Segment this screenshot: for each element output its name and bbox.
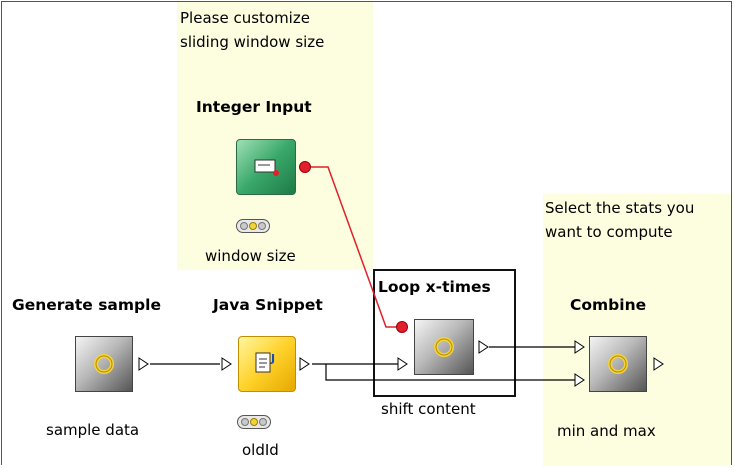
generate-sample-node[interactable] — [75, 336, 133, 392]
integer-input-status-light — [236, 219, 270, 233]
java-snippet-title: Java Snippet — [213, 296, 323, 314]
combine-node[interactable] — [589, 336, 647, 392]
combine-output-port — [653, 357, 664, 371]
integer-output-port — [299, 161, 311, 173]
java-snippet-label[interactable]: oldId — [242, 441, 279, 459]
snippet-input-port — [221, 357, 232, 371]
annotation-window-size[interactable] — [177, 2, 373, 270]
combine-title: Combine — [570, 296, 647, 314]
integer-input-icon — [254, 159, 279, 176]
refresh-icon — [94, 354, 114, 374]
loop-output-port — [478, 340, 489, 354]
generate-sample-label[interactable]: sample data — [46, 421, 140, 439]
integer-input-node[interactable] — [236, 139, 296, 195]
wire-snippet-to-combine — [325, 364, 575, 381]
generate-sample-title: Generate sample — [12, 296, 161, 314]
java-snippet-status-light — [237, 415, 271, 429]
java-snippet-icon: J — [255, 352, 275, 373]
annotation-stats-text: Select the stats you want to compute — [545, 199, 695, 241]
loop-flow-input-port — [396, 321, 408, 333]
svg-text:J: J — [270, 352, 275, 365]
combine-input-port-1 — [574, 340, 585, 354]
integer-input-title: Integer Input — [196, 98, 312, 116]
integer-input-label[interactable]: window size — [205, 247, 296, 265]
loop-node[interactable] — [414, 319, 474, 375]
snippet-output-port — [299, 357, 310, 371]
java-snippet-node[interactable]: J — [238, 336, 296, 392]
refresh-icon — [434, 337, 454, 357]
loop-input-port — [397, 357, 408, 371]
data-connections — [150, 346, 575, 381]
loop-label[interactable]: shift content — [381, 400, 476, 418]
refresh-icon — [608, 354, 628, 374]
annotation-stats[interactable] — [543, 194, 731, 466]
loop-title: Loop x-times — [378, 278, 491, 296]
combine-label[interactable]: min and max — [557, 422, 656, 440]
combine-input-port-2 — [574, 373, 585, 387]
annotation-window-size-text: Please customize sliding window size — [180, 9, 325, 51]
generate-output-port — [138, 357, 149, 371]
loop-selection-frame — [373, 269, 516, 397]
flow-variable-connection — [306, 166, 403, 328]
